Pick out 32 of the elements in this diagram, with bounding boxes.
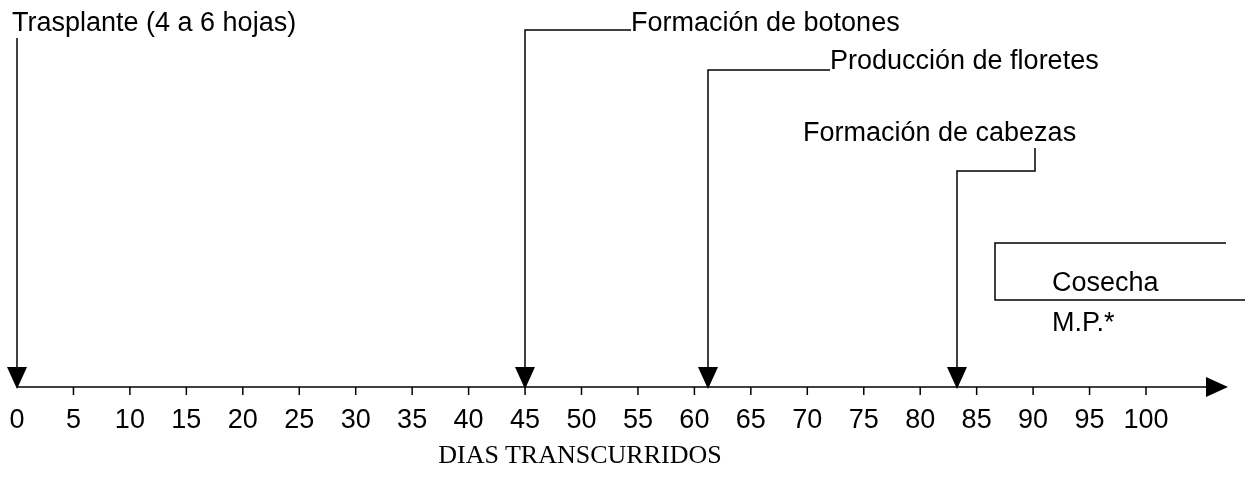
- tick-label: 65: [734, 404, 767, 434]
- tick-label: 85: [960, 404, 993, 434]
- tick-label: 80: [904, 404, 937, 434]
- arrow: [698, 69, 831, 389]
- arrow: [7, 37, 27, 389]
- stage-label: Cosecha M.P.*: [1052, 262, 1162, 342]
- tick-label: 70: [791, 404, 824, 434]
- tick-label: 20: [226, 404, 259, 434]
- tick-label: 75: [847, 404, 880, 434]
- tick-label: 60: [678, 404, 711, 434]
- axis-title: DIAS TRANSCURRIDOS: [437, 440, 723, 470]
- tick-label: 15: [170, 404, 203, 434]
- tick-label: 0: [8, 404, 26, 434]
- tick-label: 55: [621, 404, 654, 434]
- tick-label: 45: [509, 404, 542, 434]
- arrow: [515, 29, 632, 389]
- tick-label: 25: [283, 404, 316, 434]
- stage-label: Formación de botones: [631, 6, 900, 38]
- tick-label: 35: [396, 404, 429, 434]
- stage-label: Formación de cabezas: [803, 116, 1077, 148]
- tick-label: 95: [1073, 404, 1106, 434]
- tick-label: 40: [452, 404, 485, 434]
- tick-label: 30: [339, 404, 372, 434]
- tick-label: 90: [1017, 404, 1050, 434]
- arrow: [947, 147, 1036, 389]
- time-axis: [16, 377, 1228, 397]
- tick-label: 100: [1122, 404, 1170, 434]
- stage-label: Trasplante (4 a 6 hojas): [12, 6, 297, 38]
- stage-label: Producción de floretes: [830, 44, 1099, 76]
- tick-label: 5: [64, 404, 82, 434]
- tick-label: 10: [113, 404, 146, 434]
- tick-label: 50: [565, 404, 598, 434]
